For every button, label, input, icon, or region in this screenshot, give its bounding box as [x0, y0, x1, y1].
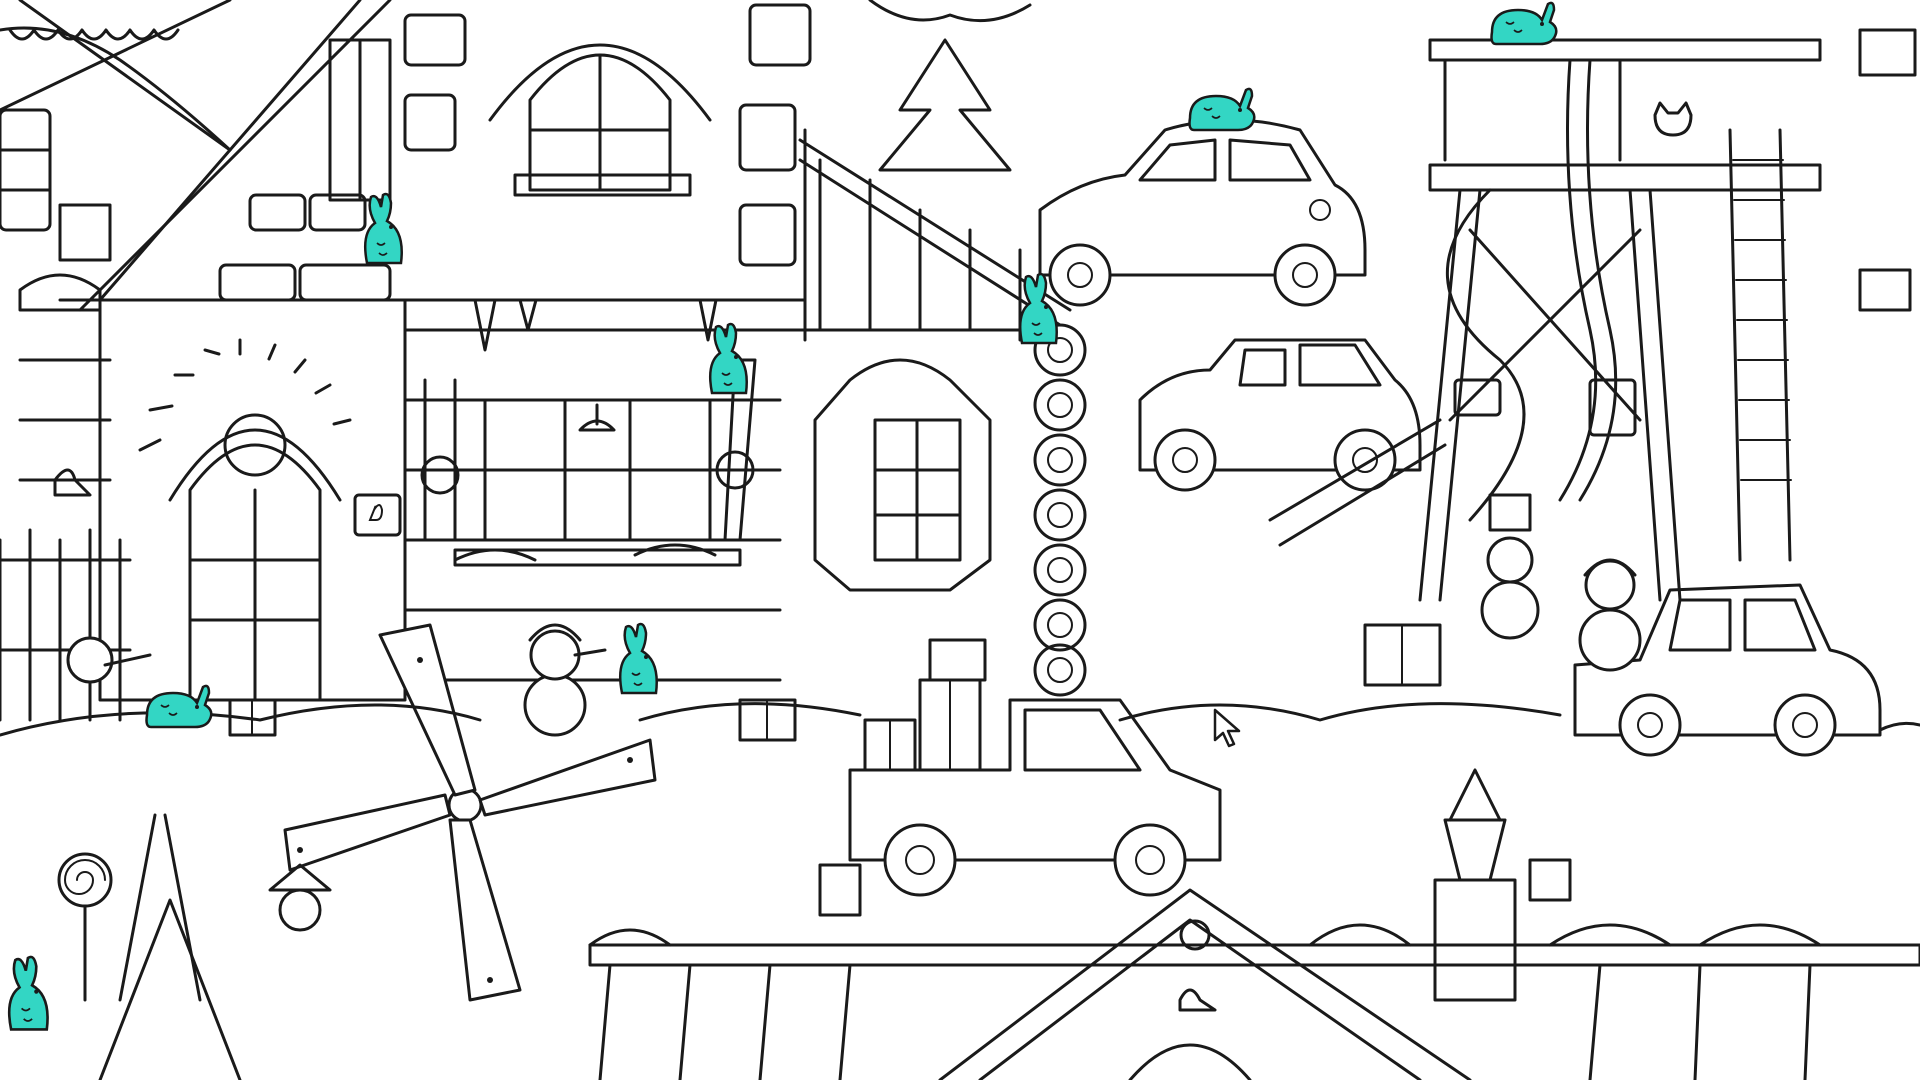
bottom-rooftop: [588, 768, 1920, 1080]
bottom-left-props: [57, 813, 332, 1080]
bunny-stairs[interactable]: [1019, 272, 1058, 345]
center-wall: [798, 0, 1087, 697]
snowmen: [66, 493, 1642, 737]
snow-ground: [0, 702, 1920, 737]
middle-car: [1138, 338, 1422, 492]
found-bunnies: [7, 1, 1558, 1031]
tower: [1268, 38, 1822, 602]
bunny-gifts-left[interactable]: [145, 684, 213, 729]
arrow-cursor-icon: [1213, 708, 1241, 748]
bunny-bottom-left[interactable]: [7, 955, 49, 1031]
truck: [848, 638, 1222, 897]
bunny-tower-top[interactable]: [1490, 1, 1558, 46]
center-house: [403, 3, 1022, 682]
bunny-post[interactable]: [709, 322, 748, 395]
windmill: [283, 623, 657, 1002]
bunny-roof-car[interactable]: [1188, 87, 1256, 132]
right-car: [1573, 583, 1882, 757]
gift-boxes: [58, 28, 1917, 917]
bunny-snowman-side[interactable]: [619, 622, 658, 695]
top-car: [1038, 118, 1367, 307]
bunny-house-wall[interactable]: [364, 192, 403, 265]
left-house: [0, 0, 807, 722]
